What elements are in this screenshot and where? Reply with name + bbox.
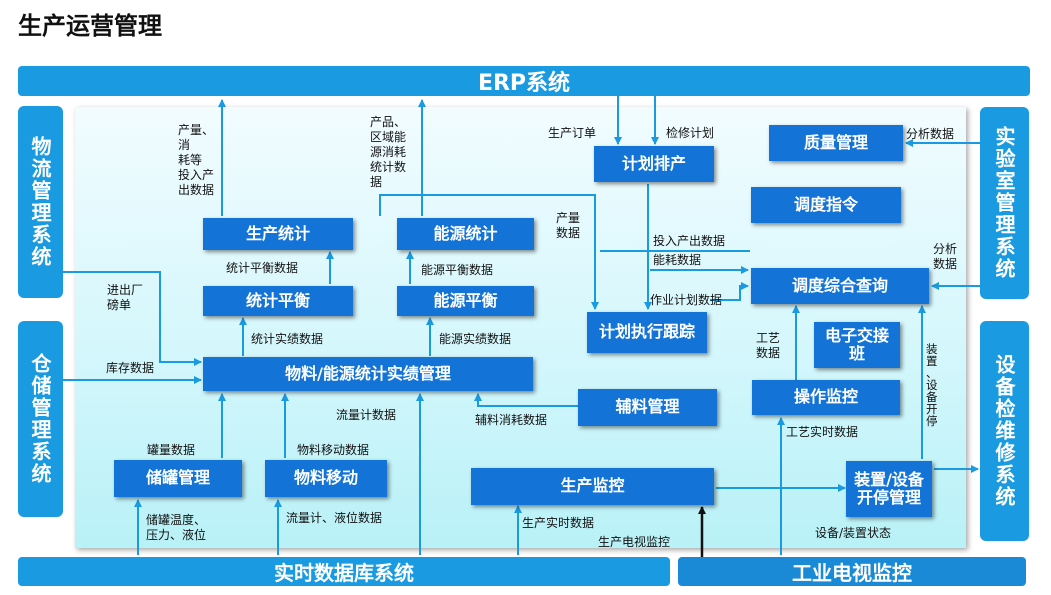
energy-balance-data-label: 能源平衡数据 xyxy=(421,263,494,277)
flow-level-data-label: 流量计、液位数据 xyxy=(286,511,383,525)
equipment-system-bar[interactable]: 设备检维修系统 xyxy=(980,321,1029,541)
energy-balance-box[interactable]: 能源平衡 xyxy=(397,286,534,316)
production-statistics-box[interactable]: 生产统计 xyxy=(203,218,353,250)
material-movement-box[interactable]: 物料移动 xyxy=(265,460,387,497)
maintenance-plan-label: 检修计划 xyxy=(666,126,715,140)
stat-actual-data-label: 统计实绩数据 xyxy=(251,332,324,346)
output-data-label: 产量 数据 xyxy=(556,211,581,240)
lab-system-bar[interactable]: 实验室管理系统 xyxy=(980,107,1029,299)
logistics-system-bar[interactable]: 物流管理系统 xyxy=(18,106,63,298)
output-consumption-label: 产量、 消 耗等 投入产 出数据 xyxy=(178,123,215,197)
tank-temp-pressure-label: 储罐温度、 压力、液位 xyxy=(146,513,207,542)
plan-scheduling-box[interactable]: 计划排产 xyxy=(594,146,714,182)
production-realtime-data-label: 生产实时数据 xyxy=(522,516,595,530)
material-energy-actuals-box[interactable]: 物料/能源统计实绩管理 xyxy=(203,357,533,391)
product-energy-label: 产品、 区域能 源消耗 统计数 据 xyxy=(370,115,407,189)
warehouse-system-bar[interactable]: 仓储管理系统 xyxy=(18,321,63,517)
process-data-label: 工艺 数据 xyxy=(756,331,781,360)
realtime-db-system-bar[interactable]: 实时数据库系统 xyxy=(18,557,670,586)
tank-data-label: 罐量数据 xyxy=(147,443,196,457)
plan-execution-tracking-box[interactable]: 计划执行跟踪 xyxy=(587,312,707,353)
auxiliary-material-box[interactable]: 辅料管理 xyxy=(578,389,717,426)
erp-system-bar[interactable]: ERP系统 xyxy=(18,66,1030,96)
energy-actual-data-label: 能源实绩数据 xyxy=(439,332,512,346)
material-move-data-label: 物料移动数据 xyxy=(297,443,370,457)
aux-consumption-data-label: 辅料消耗数据 xyxy=(475,413,548,427)
energy-consumption-data-label: 能耗数据 xyxy=(653,253,702,267)
device-start-stop-box[interactable]: 装置/设备开停管理 xyxy=(846,461,932,517)
page-title: 生产运营管理 xyxy=(18,12,162,40)
dispatch-query-box[interactable]: 调度综合查询 xyxy=(751,268,929,304)
operation-monitoring-box[interactable]: 操作监控 xyxy=(752,380,900,415)
production-cctv-label: 生产电视监控 xyxy=(598,535,671,549)
analysis-data-right-label: 分析 数据 xyxy=(933,242,958,271)
inventory-data-label: 库存数据 xyxy=(106,361,155,375)
flow-meter-data-label: 流量计数据 xyxy=(336,408,397,422)
gate-weigh-label: 进出厂 磅单 xyxy=(107,283,144,312)
quality-management-box[interactable]: 质量管理 xyxy=(769,125,903,161)
cctv-system-bar[interactable]: 工业电视监控 xyxy=(678,557,1026,586)
job-plan-data-label: 作业计划数据 xyxy=(650,293,723,307)
dispatch-command-box[interactable]: 调度指令 xyxy=(751,187,901,223)
stat-balance-data-label: 统计平衡数据 xyxy=(226,261,299,275)
production-monitoring-box[interactable]: 生产监控 xyxy=(471,468,714,505)
process-realtime-data-label: 工艺实时数据 xyxy=(786,425,859,439)
analysis-data-top-label: 分析数据 xyxy=(906,127,955,141)
device-status-label: 设备/装置状态 xyxy=(815,526,892,540)
energy-statistics-box[interactable]: 能源统计 xyxy=(397,218,534,250)
device-status-vertical-label: 装 置 、 设 备 开 停 xyxy=(926,342,938,429)
tank-management-box[interactable]: 储罐管理 xyxy=(114,460,242,497)
production-order-label: 生产订单 xyxy=(548,126,597,140)
io-data-label: 投入产出数据 xyxy=(653,234,726,248)
statistical-balance-box[interactable]: 统计平衡 xyxy=(203,286,353,316)
electronic-handover-box[interactable]: 电子交接班 xyxy=(814,322,900,368)
